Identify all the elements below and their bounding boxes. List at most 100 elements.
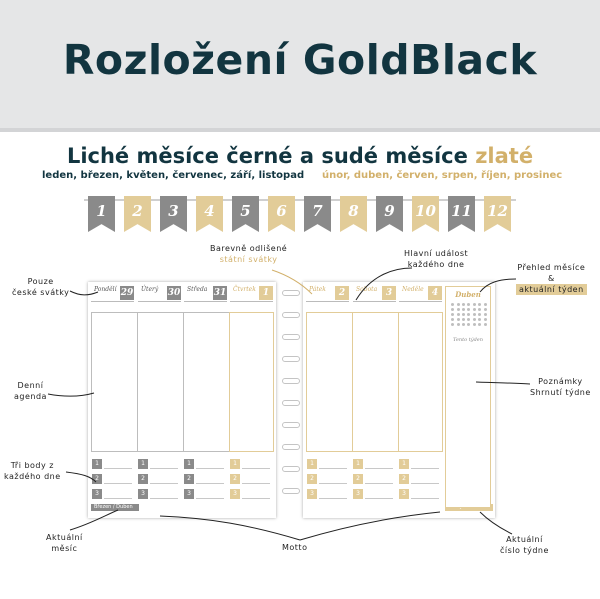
ring <box>282 356 300 362</box>
label-motto: Motto <box>282 543 308 552</box>
label-denni-agenda: Denní agenda <box>14 381 47 401</box>
day-number: 1 <box>259 286 273 300</box>
todo-item: 2 <box>92 474 132 484</box>
subtitle-black-part: Liché měsíce černé a sudé měsíce <box>66 144 476 168</box>
callout-line-motto-left <box>159 515 301 541</box>
agenda-column-friday <box>306 312 353 452</box>
planner-right-page: Pátek 2 Sobota 3 Neděle 4 1 2 3 1 2 3 1 … <box>303 282 495 518</box>
callout-line-tyden <box>479 511 513 535</box>
ring <box>282 334 300 340</box>
day-header-sunday: Neděle 4 <box>399 286 442 302</box>
day-number: 30 <box>167 286 181 300</box>
day-name: Sobota <box>356 286 378 293</box>
ring <box>282 466 300 472</box>
day-name: Pondělí <box>94 286 117 293</box>
page-title: Rozložení GoldBlack <box>62 36 538 84</box>
todo-item: 2 <box>399 474 439 484</box>
day-number: 31 <box>213 286 227 300</box>
month-flag-6: 6 <box>268 196 295 232</box>
todo-item: 1 <box>353 459 393 469</box>
day-name: Čtvrtek <box>233 286 256 293</box>
day-name: Neděle <box>402 286 424 293</box>
day-header-thursday: Čtvrtek 1 <box>230 286 273 302</box>
todo-item: 3 <box>92 489 132 499</box>
day-header-monday: Pondělí 29 <box>91 286 134 302</box>
todo-item: 2 <box>307 474 347 484</box>
day-name: Úterý <box>141 286 159 293</box>
binder-rings <box>277 284 307 516</box>
todo-item: 2 <box>353 474 393 484</box>
ring <box>282 290 300 296</box>
callout-line-mesic <box>69 509 119 531</box>
day-header-friday: Pátek 2 <box>306 286 349 302</box>
day-header-saturday: Sobota 3 <box>353 286 396 302</box>
day-number: 29 <box>120 286 134 300</box>
ring <box>282 378 300 384</box>
label-tri-body: Tři body z každého dne <box>4 461 61 481</box>
label-pouze-ceske-svatky: Pouze české svátky <box>12 277 70 297</box>
day-header-tuesday: Úterý 30 <box>138 286 181 302</box>
day-number: 2 <box>335 286 349 300</box>
mini-calendar <box>450 303 488 326</box>
todo-item: 1 <box>399 459 439 469</box>
todo-item: 1 <box>138 459 178 469</box>
todo-item: 3 <box>307 489 347 499</box>
callout-line-poznamky <box>475 381 531 385</box>
todo-item: 3 <box>184 489 224 499</box>
ring <box>282 312 300 318</box>
agenda-column-tuesday <box>137 312 184 452</box>
month-flag-11: 11 <box>448 196 475 232</box>
label-hlavni-udalost: Hlavní událost každého dne <box>404 249 469 269</box>
notes-label: Tento týden <box>453 337 483 343</box>
month-overview-panel: Duben Tento týden <box>445 286 491 508</box>
todo-item: 3 <box>399 489 439 499</box>
label-barevne-odlisene: Barevně odlišené státní svátky <box>210 244 288 264</box>
even-months-list: únor, duben, červen, srpen, říjen, prosi… <box>322 170 563 181</box>
ring <box>282 444 300 450</box>
todo-item: 3 <box>353 489 393 499</box>
agenda-column-saturday <box>352 312 399 452</box>
month-flags: 1 2 3 4 5 6 7 8 9 10 11 12 <box>88 196 512 232</box>
month-flag-8: 8 <box>340 196 367 232</box>
title-banner: Rozložení GoldBlack <box>0 0 600 132</box>
callout-line-prehled <box>479 278 517 293</box>
callout-line-pouze <box>69 290 99 296</box>
ring <box>282 422 300 428</box>
label-poznamky: Poznámky Shrnutí týdne <box>530 377 591 397</box>
label-aktualni-mesic: Aktuální měsíc <box>46 533 83 553</box>
callout-line-denni <box>47 392 95 397</box>
label-aktualni-cislo-tydne: Aktuální číslo týdne <box>500 535 549 555</box>
todo-item: 1 <box>92 459 132 469</box>
todo-item: 2 <box>184 474 224 484</box>
day-name: Pátek <box>309 286 326 293</box>
callout-line-motto-right <box>299 511 441 541</box>
todo-item: 2 <box>138 474 178 484</box>
todo-item: 1 <box>230 459 270 469</box>
day-number: 3 <box>382 286 396 300</box>
day-header-wednesday: Středa 31 <box>184 286 227 302</box>
bunting-string <box>84 199 516 201</box>
agenda-column-thursday <box>229 312 274 452</box>
odd-months-list: leden, březen, květen, červenec, září, l… <box>42 170 305 181</box>
callout-line-hlavni <box>355 267 413 301</box>
agenda-column-wednesday <box>183 312 230 452</box>
current-month-bar: Březen / Duben <box>91 504 139 511</box>
todo-item: 3 <box>230 489 270 499</box>
planner-left-page: Pondělí 29 Úterý 30 Středa 31 Čtvrtek 1 … <box>88 282 276 518</box>
label-prehled-mesice: Přehled měsíce & aktuální týden <box>516 263 587 295</box>
subtitle-gold-part: zlaté <box>475 144 534 168</box>
overview-month-title: Duben <box>455 290 481 299</box>
callout-line-barevne <box>271 269 313 295</box>
day-number: 4 <box>428 286 442 300</box>
subtitle: Liché měsíce černé a sudé měsíce zlaté <box>0 144 600 168</box>
ring <box>282 400 300 406</box>
agenda-column-sunday <box>398 312 443 452</box>
todo-item: 1 <box>307 459 347 469</box>
ring <box>282 488 300 494</box>
day-name: Středa <box>187 286 208 293</box>
todo-item: 1 <box>184 459 224 469</box>
callout-line-tri <box>65 471 97 483</box>
todo-item: 3 <box>138 489 178 499</box>
todo-item: 2 <box>230 474 270 484</box>
